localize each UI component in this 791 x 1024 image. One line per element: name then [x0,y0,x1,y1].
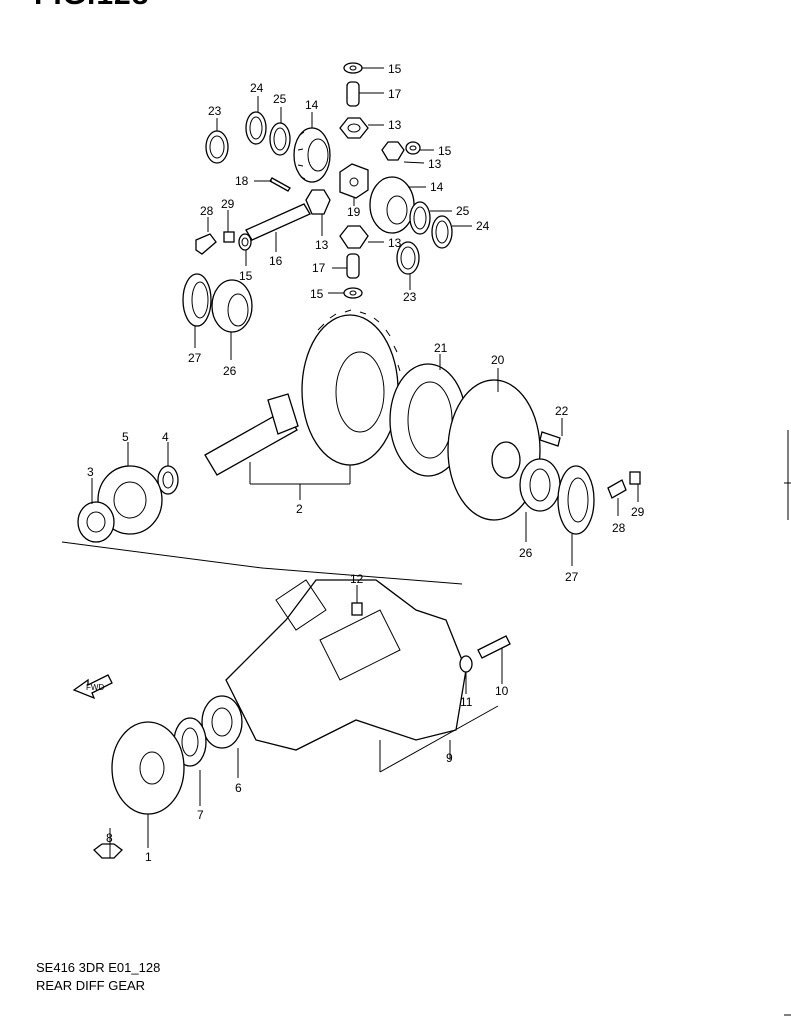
callout-27a: 27 [188,351,202,365]
callout-28b: 28 [612,521,626,535]
callout-29b: 29 [631,505,645,519]
callout-13c: 13 [315,238,329,252]
part-washer-23-top[interactable] [205,118,229,164]
part-bearing-cone-3[interactable] [77,478,115,543]
part-bolt-29-top[interactable] [223,210,235,243]
part-pin-17-top[interactable] [346,81,384,107]
part-washer-15-left[interactable] [238,233,252,266]
callout-17b: 17 [312,261,326,275]
callout-13a: 13 [388,118,402,132]
part-spacer-4[interactable] [157,442,179,495]
part-pinion-13-right[interactable] [381,141,425,164]
part-washer-15-mid[interactable] [405,141,434,155]
callout-26b: 26 [519,546,533,560]
part-pin-17-bottom[interactable] [332,253,360,279]
part-plate-28-right[interactable] [607,479,627,516]
callout-26a: 26 [223,364,237,378]
callout-24b: 24 [476,219,490,233]
part-side-gear-14-right[interactable] [369,176,426,234]
part-side-gear-14-left[interactable] [293,112,331,183]
callout-23a: 23 [208,104,222,118]
part-bearing-26-right[interactable] [519,458,561,542]
callout-24a: 24 [250,81,264,95]
fwd-label: FWD [86,683,104,692]
part-bolt-10[interactable] [477,635,511,684]
callout-19: 19 [347,205,361,219]
callout-27b: 27 [565,570,579,584]
part-case-cover-20[interactable] [447,368,541,521]
part-washer-24-top[interactable] [245,96,267,145]
part-pinion-13-top[interactable] [339,117,384,139]
part-adjuster-27-right[interactable] [557,465,595,566]
callout-3: 3 [87,465,94,479]
part-bolt-22[interactable] [539,418,563,447]
callout-25a: 25 [273,92,287,106]
part-shaft-16[interactable] [245,203,311,252]
callout-8: 8 [106,831,113,845]
part-adjuster-27-left[interactable] [182,273,212,348]
part-washer-25-top[interactable] [269,107,291,156]
part-washer-24-right[interactable] [431,215,472,249]
part-breather-12[interactable] [351,585,363,616]
callout-16: 16 [269,254,283,268]
callout-10: 10 [495,684,509,698]
part-flange-1[interactable] [111,721,185,848]
callout-2: 2 [296,502,303,516]
part-block-19[interactable] [339,163,369,206]
part-pin-18[interactable] [254,177,291,192]
callout-14b: 14 [430,180,444,194]
part-pinion-13-left[interactable] [305,189,331,236]
callout-4: 4 [162,430,169,444]
callout-15c: 15 [239,269,253,283]
callout-20: 20 [491,353,505,367]
callout-23b: 23 [403,290,417,304]
fwd-arrow-icon: FWD [72,674,113,700]
callout-1: 1 [145,850,152,864]
figure-code: SE416 3DR E01_128 [36,960,161,975]
callout-15d: 15 [310,287,324,301]
part-washer-15-bottom[interactable] [328,287,363,299]
callout-7: 7 [197,808,204,822]
callout-25b: 25 [456,204,470,218]
callout-9: 9 [446,751,453,765]
callout-29a: 29 [221,197,235,211]
part-pinion-13-bottom[interactable] [339,225,384,249]
figure-title: FIG.128 [34,0,149,12]
callout-15a: 15 [388,62,402,76]
part-plate-28-top[interactable] [195,217,217,255]
part-washer-25-right[interactable] [409,201,452,235]
callout-13b: 13 [428,157,442,171]
callout-14a: 14 [305,98,319,112]
callout-18: 18 [235,174,249,188]
callout-28a: 28 [200,204,214,218]
part-washer-11[interactable] [459,655,473,694]
callout-22: 22 [555,404,569,418]
part-bolt-29-right[interactable] [629,471,641,502]
part-bearing-6[interactable] [201,695,243,778]
callout-5: 5 [122,430,129,444]
part-ring-pinion-set-2[interactable] [204,309,401,500]
part-washer-15-top[interactable] [343,62,384,74]
callout-12: 12 [350,572,364,586]
callout-11: 11 [460,695,473,709]
callout-15b: 15 [438,144,452,158]
callout-6: 6 [235,781,242,795]
callout-17a: 17 [388,87,402,101]
part-nut-8[interactable] [93,828,123,859]
part-housing-9[interactable] [225,579,499,773]
part-washer-23-right[interactable] [396,241,420,290]
figure-name: REAR DIFF GEAR [36,978,146,993]
callout-21: 21 [434,341,448,355]
callout-13d: 13 [388,236,402,250]
part-bearing-26-left[interactable] [211,279,253,360]
